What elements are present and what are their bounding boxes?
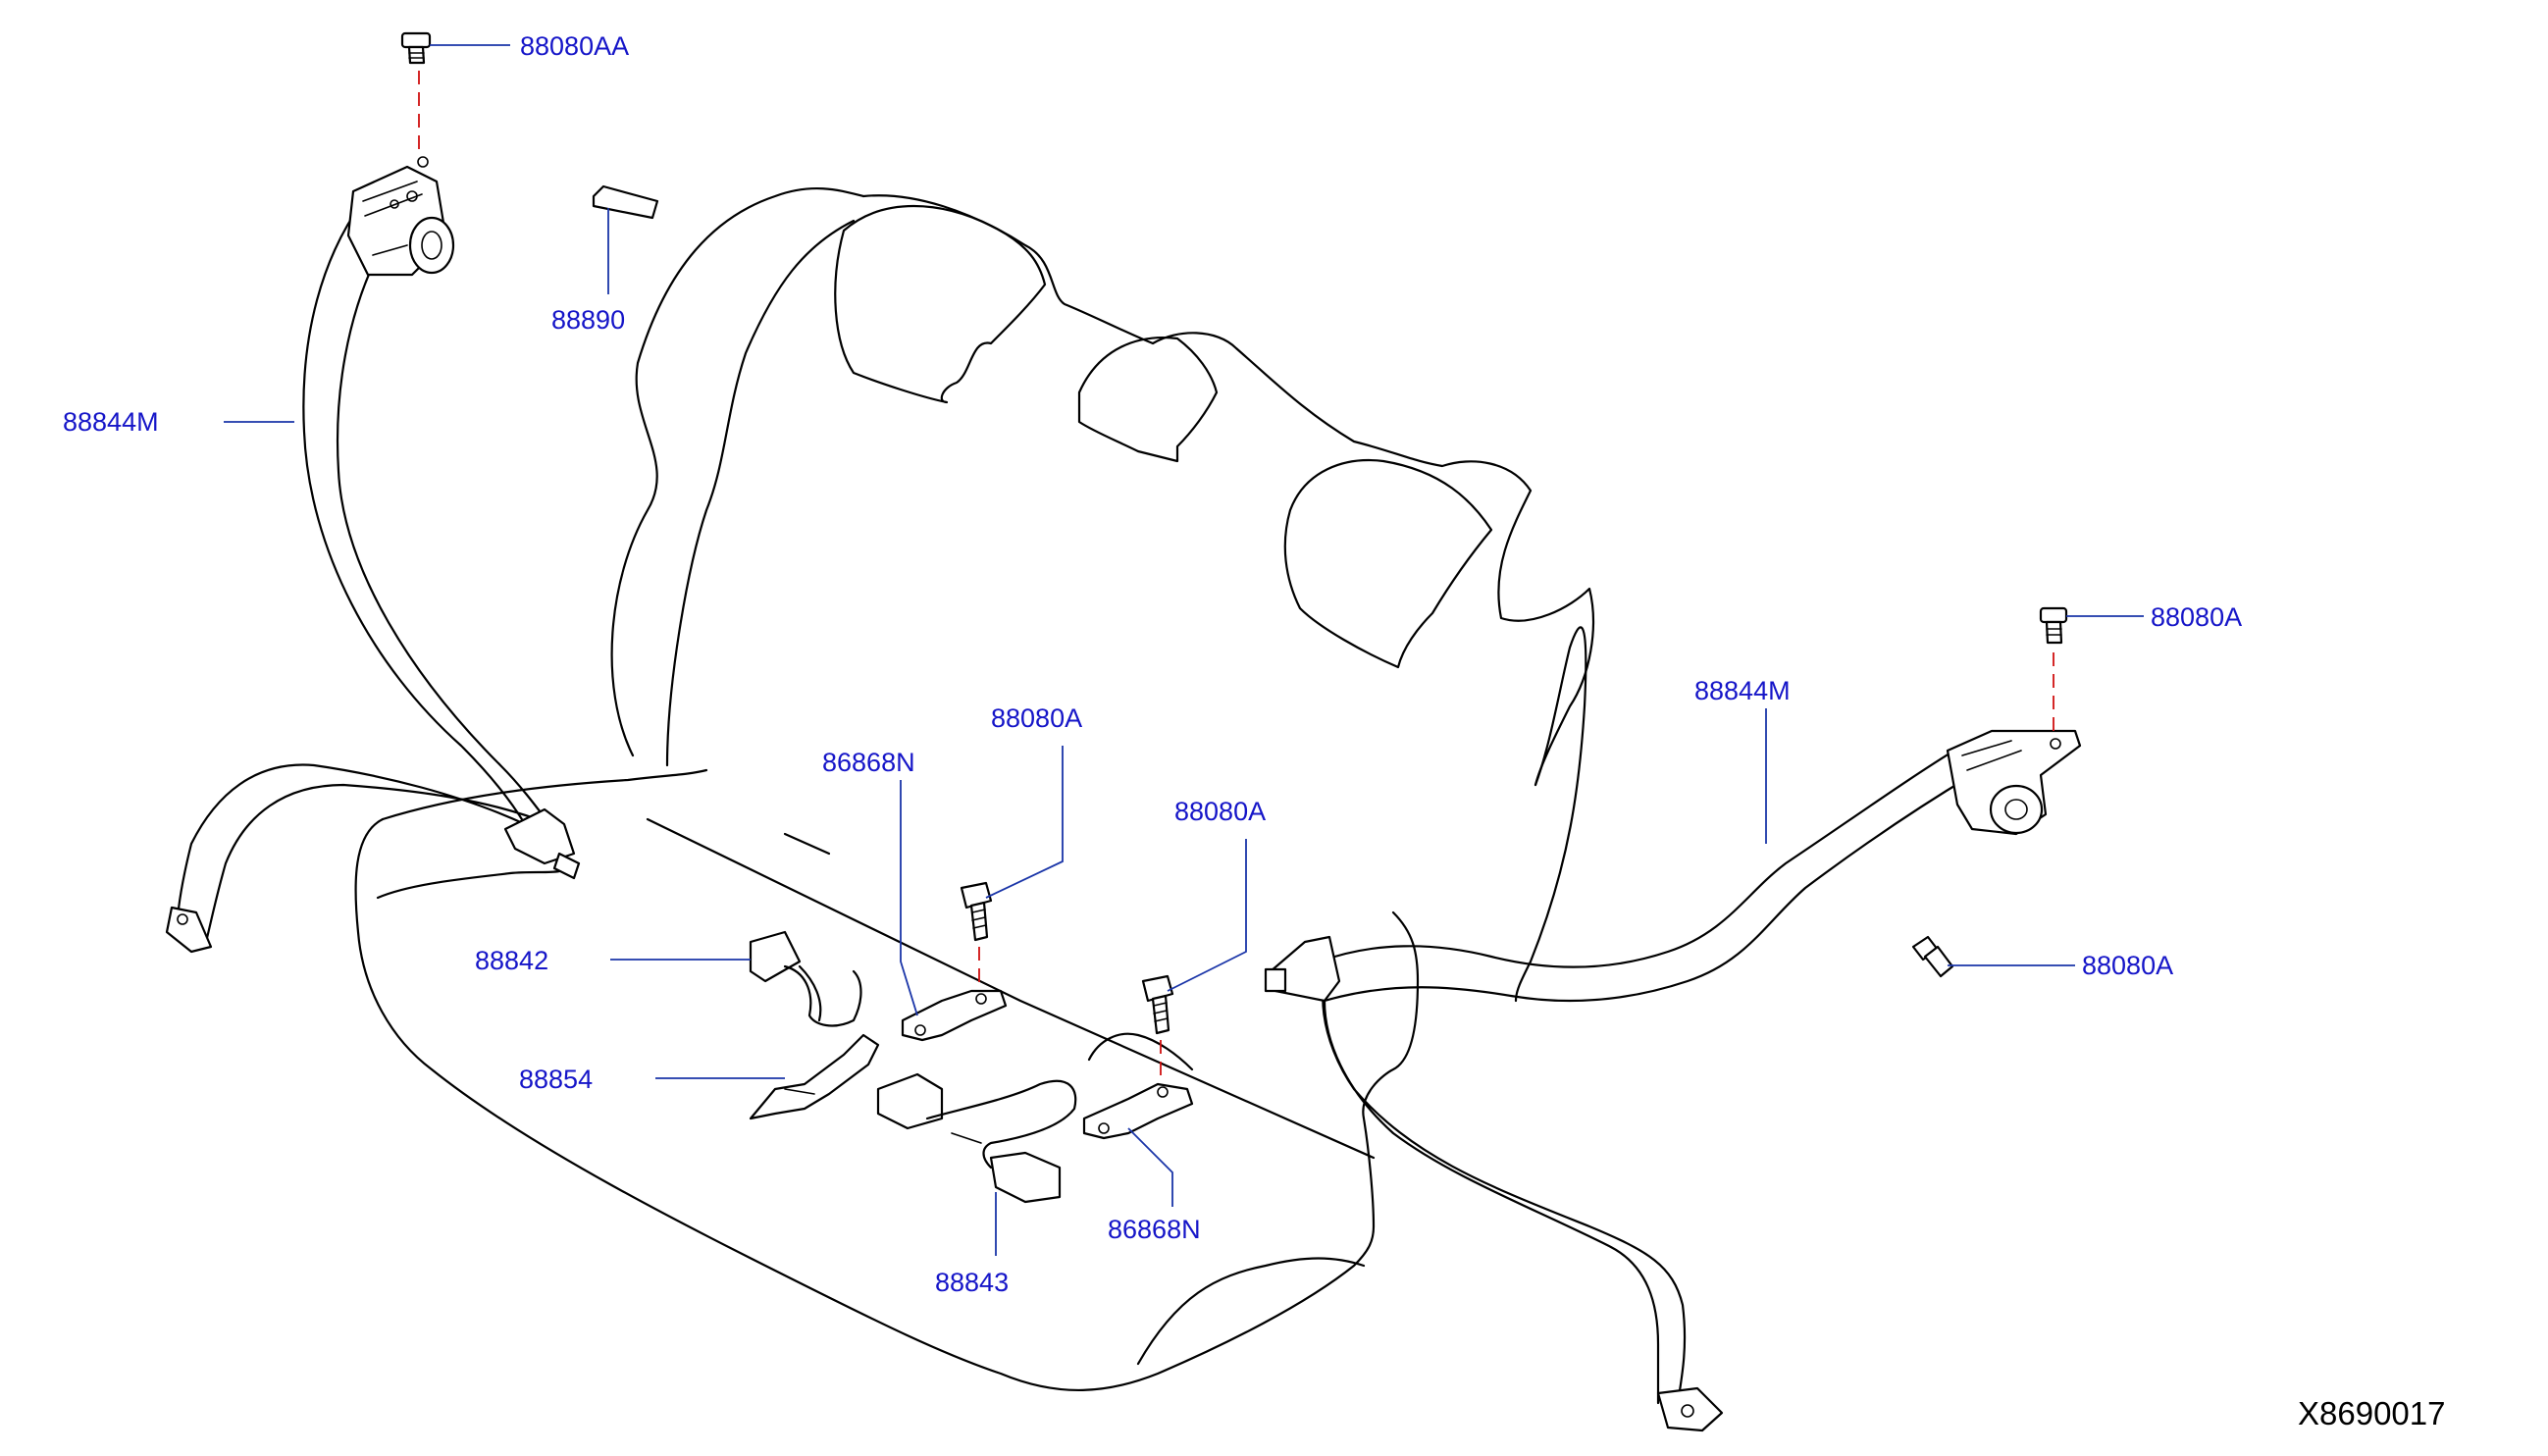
leader-86868n-a [900, 780, 918, 1016]
label-88080a-center-b: 88080A [1174, 797, 1266, 826]
seat-cushion-top-edge [381, 768, 708, 821]
trim-clip-icon [592, 184, 659, 220]
label-88844m-left: 88844M [63, 407, 159, 437]
rear-seat-outline [354, 186, 1595, 1391]
seat-cushion-outline [354, 817, 1420, 1391]
label-88080a-center-a: 88080A [991, 703, 1082, 733]
left-belt-webbing [302, 199, 551, 826]
anchor-bracket-icon [1082, 1082, 1194, 1140]
right-belt-webbing-upper [1318, 744, 1974, 1003]
label-88842: 88842 [475, 946, 548, 975]
label-86868n-a: 86868N [822, 748, 915, 777]
bolt-hole [417, 156, 429, 168]
retractor-icon [346, 165, 455, 277]
headrest-right [1283, 459, 1493, 669]
leader-88080a-center-a [985, 746, 1064, 899]
leader-86868n-b [1127, 1127, 1173, 1207]
label-88080a-right-lower: 88080A [2082, 951, 2173, 980]
seat-cushion-inner-fold [1087, 1032, 1194, 1071]
tongue-tip [552, 852, 581, 880]
right-seat-belt-assembly [1264, 606, 2082, 1432]
tongue-plate-icon [503, 807, 576, 865]
label-88844m-right: 88844M [1694, 676, 1791, 705]
anchor-hole [177, 913, 188, 925]
callout-labels: 88080AA 88890 88844M 88080A 88844M 88080… [63, 31, 2445, 1431]
anchor-plate-icon [1656, 1386, 1724, 1432]
label-88843: 88843 [935, 1268, 1009, 1297]
seat-cushion-seam [646, 817, 1376, 1160]
seat-cushion-crease-low [1136, 1257, 1366, 1366]
bolt-icon [1911, 935, 1954, 978]
bolt-icon [400, 31, 432, 65]
headrest-center [1077, 337, 1219, 463]
seat-back-outline [610, 186, 1595, 787]
anchor-plate-icon [165, 906, 213, 954]
headrest-left [834, 204, 1047, 404]
buckle-icon [749, 930, 862, 1027]
bolt-icon [960, 881, 993, 942]
seat-cushion-front-crease [376, 869, 561, 900]
label-88080a-right-upper: 88080A [2151, 602, 2242, 632]
label-88854: 88854 [519, 1065, 593, 1094]
label-86868n-b: 86868N [1108, 1215, 1201, 1244]
seat-back-front-edge [665, 219, 856, 767]
leader-88080a-center-b [1167, 839, 1247, 992]
bolt-icon [1141, 974, 1174, 1035]
diagram-id: X8690017 [2298, 1395, 2445, 1431]
label-88080aa: 88080AA [520, 31, 629, 61]
tongue-tab [1264, 967, 1287, 993]
center-buckle-parts [749, 881, 1194, 1204]
bolt-icon [2039, 606, 2068, 645]
seat-back-lower-line [783, 832, 831, 856]
anchor-hole [1681, 1404, 1694, 1418]
left-belt-lower-webbing [175, 763, 551, 944]
buckle-strap-icon [749, 1033, 880, 1120]
left-seat-belt-assembly [165, 31, 581, 954]
seat-back-right-side [1514, 626, 1587, 1003]
anchor-bracket-icon [901, 989, 1008, 1042]
leader-lines [224, 44, 2144, 1256]
retractor-icon [1946, 729, 2082, 836]
buckle-double-icon [876, 1072, 1077, 1204]
label-88890: 88890 [551, 305, 625, 335]
right-belt-webbing-lower [1322, 960, 1687, 1405]
